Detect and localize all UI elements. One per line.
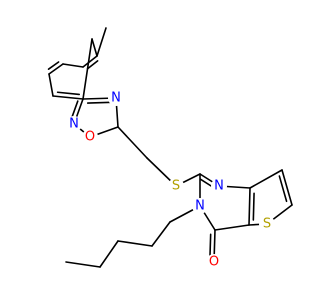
atom-mask-N-oxadiazole-2 [66,116,82,132]
bond-b3-b4 [62,63,84,68]
bond-me-b2 [96,27,107,57]
atom-mask-O-oxadiazole-1 [82,129,98,145]
bond-b4-b5 [48,63,64,75]
atom-mask-S-thiophene [259,216,275,232]
bond-p1-p2 [151,221,171,247]
bond-c7a-c7 [249,169,283,189]
atom-label-N-oxadiazole-4: N [111,91,121,106]
bond-b1-b2 [91,38,98,57]
bond-layer [47,27,293,268]
bond-c7a-c4a [248,187,251,226]
bond-c3-N-oxadiazole-4-second-line [86,101,113,104]
atom-label-N-pyrimidine-3: N [195,199,205,214]
atom-mask-O-carbonyl [206,254,222,270]
bond-b5-b6 [48,73,54,97]
atom-mask-S-thioether [168,178,184,194]
atom-label-N-pyrimidine-1: N [214,179,224,194]
atom-mask-N-pyrimidine-3 [192,198,208,214]
bond-b2-b3 [82,55,98,68]
atom-label-O-oxadiazole-1: O [85,130,95,145]
bond-b6-c3 [52,95,84,100]
bond-c3-b1 [82,38,93,100]
atom-label-O-carbonyl: O [209,255,219,270]
bond-b6-c3-second-line [56,91,81,96]
bond-N-oxadiazole-2-c3-second-line [70,100,79,120]
bond-p3-p4 [99,240,119,268]
bond-b2-b3-second-line [86,60,99,70]
atom-mask-N-pyrimidine-1 [211,178,227,194]
atom-label-S-thiophene: S [263,217,271,232]
atom-mask-N-oxadiazole-4 [108,90,124,106]
bond-c4a-c4 [214,224,250,231]
bond-c7-c6-second-line [278,175,288,203]
atom-label-S-thioether: S [172,179,180,194]
bond-c5-ch2 [117,126,148,159]
bond-p2-p3 [117,240,153,247]
bond-c7a-c4a-second-line [252,192,255,221]
atom-label-N-oxadiazole-2: N [69,117,79,132]
bond-c4-O-carbonyl-second-line [209,233,212,259]
bond-c7-c6 [281,169,293,206]
bond-b4-b5-second-line [47,61,60,70]
bond-p4-p5 [65,261,101,268]
